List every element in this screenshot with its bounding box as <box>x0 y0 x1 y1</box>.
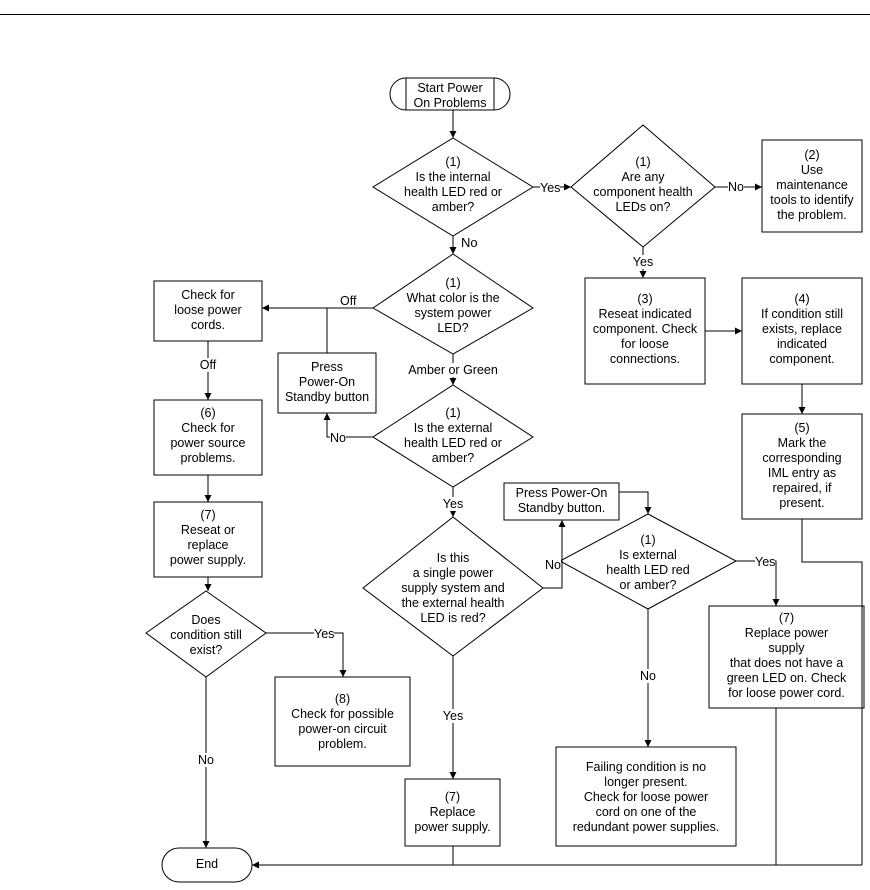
reseat-power-supply-text: (7) Reseat or replace power supply. <box>169 508 247 567</box>
end-label: End <box>195 857 219 871</box>
start-terminal <box>389 77 511 111</box>
edge-label-yes-power-on-circuit: Yes <box>314 627 335 641</box>
edge-label-no-press-standby: No <box>330 431 346 445</box>
edge-label-off-source: Off <box>199 358 217 372</box>
failing-condition-text: Failing condition is no longer present. … <box>572 760 720 834</box>
replace-power-supply-text: (7) Replace power supply. <box>414 790 491 834</box>
edge-label-amber-or-green: Amber or Green <box>408 363 498 377</box>
edge-label-yes-replace-no-green: Yes <box>755 555 776 569</box>
replace-component-text: (4) If condition still exists, replace i… <box>761 292 843 366</box>
press-standby-text: Press Power-On Standby button <box>284 360 370 404</box>
internal-led-question: (1) Is the internal health LED red or am… <box>404 155 502 214</box>
edge-label-no-power-led: No <box>461 235 478 250</box>
box-failing-condition <box>555 746 737 847</box>
edge-label-no-end: No <box>198 753 214 767</box>
edge-label-yes-reseat: Yes <box>632 255 654 269</box>
power-led-color-question: (1) What color is the system power LED? <box>406 276 500 335</box>
edge-label-yes-replace-power-supply: Yes <box>442 709 464 723</box>
edge-label-no-failing-condition: No <box>640 669 656 683</box>
reseat-component-text: (3) Reseat indicated component. Check fo… <box>592 292 698 366</box>
condition-exists-question: Does condition still exist? <box>170 613 242 657</box>
start-label: Start Power On Problems <box>413 81 487 110</box>
check-power-cords-text: Check for loose power cords. <box>174 288 242 332</box>
mark-iml-text: (5) Mark the corresponding IML entry as … <box>762 421 842 510</box>
edge-label-no-press-standby-2: No <box>545 558 561 572</box>
component-leds-question: (1) Are any component health LEDs on? <box>593 155 693 214</box>
box-replace-no-green <box>708 605 865 709</box>
edge-label-yes-single-supply: Yes <box>442 497 464 511</box>
edge-label-off-cords: Off <box>340 294 357 308</box>
check-power-on-circuit-text: (8) Check for possible power-on circuit … <box>291 692 394 751</box>
check-power-source-text: (6) Check for power source problems. <box>170 406 246 465</box>
header-rule <box>0 14 870 15</box>
external-led-2-question: (1) Is external health LED red or amber? <box>606 533 690 592</box>
press-standby-2-text: Press Power-On Standby button. <box>515 486 608 515</box>
box-maintenance-tools <box>761 139 863 233</box>
maintenance-tools-text: (2) Use maintenance tools to identify th… <box>770 148 854 222</box>
replace-no-green-text: (7) Replace power supply that does not h… <box>726 611 847 700</box>
external-led-question: (1) Is the external health LED red or am… <box>404 406 502 465</box>
edge-label-no-maintenance: No <box>728 180 744 194</box>
edge-label-yes-component: Yes <box>540 181 561 195</box>
single-power-supply-question: Is this a single power supply system and… <box>401 551 505 625</box>
